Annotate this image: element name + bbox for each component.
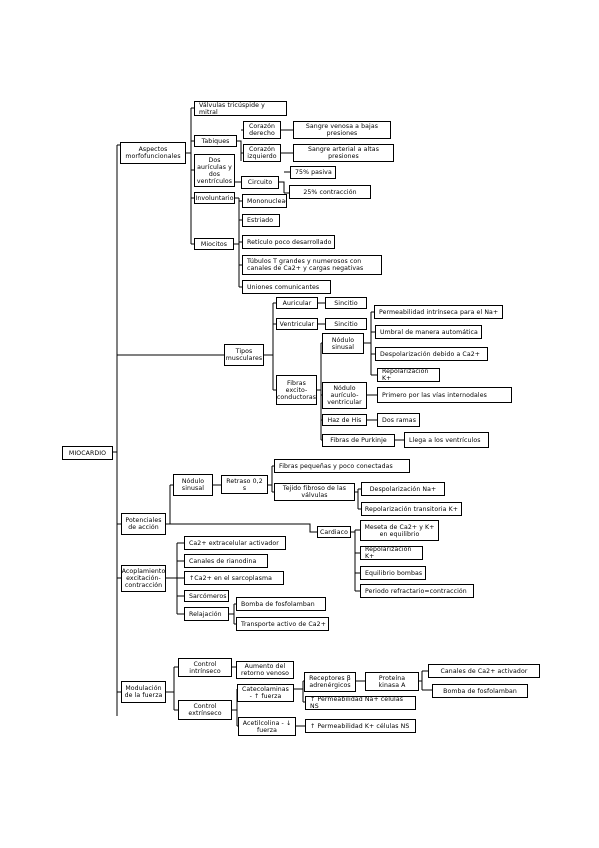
canales-ca-activador-node: Canales de Ca2+ activador: [428, 664, 540, 678]
permeabilidad-na-node: Permeabilidad intrínseca para el Na+: [374, 305, 503, 319]
tubulos-node: Túbulos T grandes y numerosos con canale…: [242, 255, 382, 275]
receptores-node: Receptores β adrenérgicos: [304, 672, 356, 692]
haz-his-node: Haz de His: [322, 414, 367, 426]
dos-ramas-node: Dos ramas: [377, 413, 420, 427]
miocitos-node: Miocitos: [194, 238, 234, 250]
relajacion-node: Relajación: [184, 607, 229, 621]
ca-sarcoplasma-node: ↑Ca2+ en el sarcoplasma: [184, 571, 284, 585]
pasiva-node: 75% pasiva: [290, 166, 336, 179]
acetilcolina-node: Acetilcolina - ↓ fuerza: [238, 717, 296, 736]
reticulo-node: Retículo poco desarrollado: [242, 235, 335, 249]
sangre-venosa-node: Sangre venosa a bajas presiones: [293, 121, 391, 139]
control-intrinseco-node: Control intrínseco: [178, 658, 232, 677]
corazon-izquierdo-node: Corazón izquierdo: [243, 144, 281, 162]
nodulo-sinusal-potenciales-node: Nódulo sinusal: [173, 474, 213, 496]
permeabilidad-k-ns-node: ↑ Permeabilidad K+ células NS: [305, 719, 416, 733]
transporte-ca-node: Transporte activo de Ca2+: [236, 617, 329, 631]
auricular-node: Auricular: [276, 297, 318, 309]
fibras-excitoconductoras-node: Fibras excito-conductoras: [276, 375, 317, 405]
despolarizacion-na-node: Despolarización Na+: [361, 482, 445, 496]
fibras-purkinje-node: Fibras de Purkinje: [322, 434, 395, 447]
sarcomeros-node: Sarcómeros: [184, 590, 229, 602]
repolarizacion-k-potenciales-node: Repolarización K+: [360, 546, 423, 560]
ca-extracelular-node: Ca2+ extracelular activador: [184, 536, 286, 550]
sincitio-ventricular-node: Sincitio: [325, 318, 367, 330]
fibras-pequenas-node: Fibras pequeñas y poco conectadas: [274, 459, 410, 473]
sangre-arterial-node: Sangre arterial a altas presiones: [293, 144, 394, 162]
periodo-refractario-node: Periodo refractario=contracción: [360, 584, 474, 598]
acoplamiento-node: Acoplamiento excitación-contracción: [121, 565, 166, 592]
circuito-node: Circuito: [241, 176, 279, 189]
meseta-node: Meseta de Ca2+ y K+ en equilibrio: [360, 520, 439, 541]
umbral-node: Umbral de manera automática: [375, 325, 482, 339]
llega-ventriculos-node: Llega a los ventrículos: [404, 432, 489, 448]
valvulas-node: Válvulas tricúspide y mitral: [194, 101, 287, 116]
canales-rianodina-node: Canales de rianodina: [184, 554, 268, 568]
estriado-node: Estriado: [242, 214, 280, 227]
cardiaco-node: Cardiaco: [317, 526, 351, 538]
uniones-node: Uniones comunicantes: [242, 280, 331, 294]
tabiques-node: Tabiques: [194, 135, 237, 147]
control-extrinseco-node: Control extrínseco: [178, 700, 232, 720]
involuntario-node: Involuntario: [194, 192, 235, 204]
repolarizacion-k-tipos-node: Repolarización K+: [377, 368, 440, 382]
bomba-fosfolamban-acoplamiento-node: Bomba de fosfolamban: [236, 597, 326, 611]
tejido-fibroso-node: Tejido fibroso de las válvulas: [274, 483, 355, 501]
nodulo-sinusal-tipos-node: Nódulo sinusal: [322, 333, 364, 354]
contraccion-node: 25% contracción: [289, 185, 371, 199]
modulacion-fuerza-node: Modulación de la fuerza: [121, 681, 166, 703]
catecolaminas-node: Catecolaminas - ↑ fuerza: [237, 684, 294, 702]
sincitio-auricular-node: Sincitio: [325, 297, 367, 309]
potenciales-accion-node: Potenciales de acción: [121, 513, 166, 535]
aspectos-morfofuncionales-node: Aspectos morfofuncionales: [120, 142, 186, 164]
permeabilidad-na-ns-node: ↑ Permeabilidad Na+ células NS: [305, 696, 416, 710]
despolarizacion-ca-node: Despolarización debido a Ca2+: [375, 347, 488, 361]
mononucleados-node: Mononucleados: [242, 194, 287, 208]
repolarizacion-transitoria-node: Repolarización transitoria K+: [361, 502, 462, 516]
corazon-derecho-node: Corazón derecho: [243, 121, 281, 139]
equilibrio-bombas-node: Equilibrio bombas: [360, 566, 426, 580]
retraso-node: Retraso 0,2 s: [221, 475, 268, 494]
aumento-retorno-node: Aumento del retorno venoso: [236, 661, 294, 679]
dos-auriculas-node: Dos aurículas y dos ventrículos: [194, 154, 235, 187]
primero-vias-node: Primero por las vías internodales: [377, 387, 512, 403]
ventricular-node: Ventricular: [276, 318, 318, 330]
proteina-quinasa-node: Proteína kinasa A: [365, 672, 419, 691]
root-node: MIOCARDIO: [62, 446, 113, 460]
bomba-fosfolamban-modulacion-node: Bomba de fosfolamban: [432, 684, 528, 698]
nodulo-av-node: Nódulo aurículo-ventricular: [322, 382, 367, 409]
tipos-musculares-node: Tipos musculares: [224, 344, 264, 366]
